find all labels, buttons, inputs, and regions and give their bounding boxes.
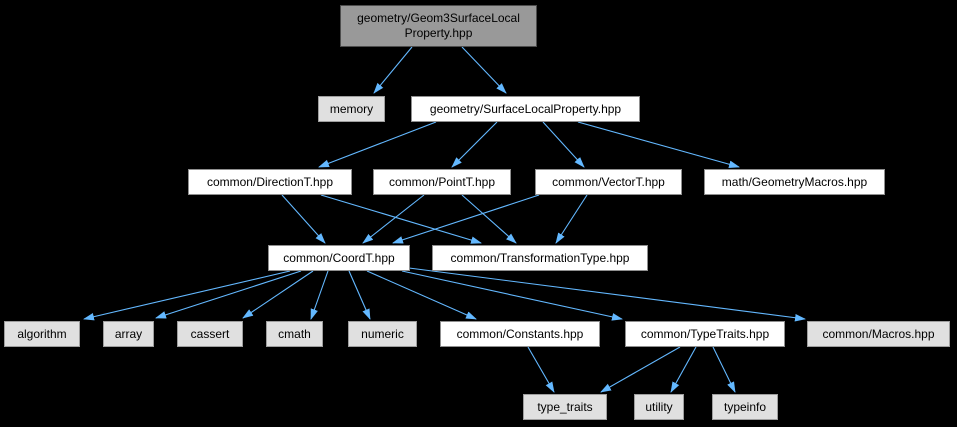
node-typeinfo: typeinfo <box>712 394 778 420</box>
edge-pointt-to-coordt <box>362 194 425 244</box>
node-macros: common/Macros.hpp <box>807 321 950 347</box>
edge-vectort-to-transformationtype <box>555 194 588 244</box>
edge-coordt-to-cassert <box>242 270 314 319</box>
node-vectort[interactable]: common/VectorT.hpp <box>535 169 682 195</box>
node-coordt[interactable]: common/CoordT.hpp <box>268 245 410 271</box>
edge-directiont-to-coordt <box>281 194 326 244</box>
node-geom3surfacelocalproperty: geometry/Geom3SurfaceLocal Property.hpp <box>340 5 537 47</box>
edge-directiont-to-transformationtype <box>320 194 482 244</box>
node-typetraits[interactable]: common/TypeTraits.hpp <box>625 321 785 347</box>
edge-coordt-to-algorithm <box>83 270 291 321</box>
node-constants[interactable]: common/Constants.hpp <box>440 321 600 347</box>
edge-constants-to-type_traits <box>527 346 555 393</box>
edge-pointt-to-transformationtype <box>461 194 517 244</box>
node-algorithm: algorithm <box>4 321 80 347</box>
edge-surfacelocalproperty-to-directiont <box>318 121 437 168</box>
edge-surfacelocalproperty-to-geometrymacros <box>577 121 740 168</box>
node-utility: utility <box>634 394 684 420</box>
edge-typetraits-to-typeinfo <box>712 346 736 393</box>
node-type_traits: type_traits <box>523 394 607 420</box>
edge-coordt-to-cmath <box>310 270 329 320</box>
node-surfacelocalproperty[interactable]: geometry/SurfaceLocalProperty.hpp <box>411 96 640 122</box>
edge-vectort-to-coordt <box>392 194 540 244</box>
node-cassert: cassert <box>177 321 243 347</box>
edge-typetraits-to-type_traits <box>600 346 681 393</box>
edge-coordt-to-array <box>155 270 302 319</box>
edge-surfacelocalproperty-to-vectort <box>542 121 585 168</box>
edge-coordt-to-macros <box>408 267 806 322</box>
node-cmath: cmath <box>266 321 323 347</box>
node-transformationtype[interactable]: common/TransformationType.hpp <box>432 245 648 271</box>
edge-surfacelocalproperty-to-pointt <box>451 121 498 168</box>
edges-group <box>83 46 806 393</box>
node-directiont[interactable]: common/DirectionT.hpp <box>188 169 352 195</box>
node-numeric: numeric <box>348 321 417 347</box>
node-array: array <box>103 321 154 347</box>
edge-geom3surfacelocalproperty-to-memory <box>373 46 413 94</box>
node-memory: memory <box>318 96 385 122</box>
edge-typetraits-to-utility <box>670 346 697 393</box>
node-geometrymacros[interactable]: math/GeometryMacros.hpp <box>704 169 885 195</box>
edge-coordt-to-numeric <box>348 270 371 320</box>
edge-coordt-to-typetraits <box>401 270 623 321</box>
edge-geom3surfacelocalproperty-to-surfacelocalproperty <box>461 46 507 94</box>
edge-coordt-to-constants <box>366 270 477 320</box>
node-pointt[interactable]: common/PointT.hpp <box>373 169 511 195</box>
